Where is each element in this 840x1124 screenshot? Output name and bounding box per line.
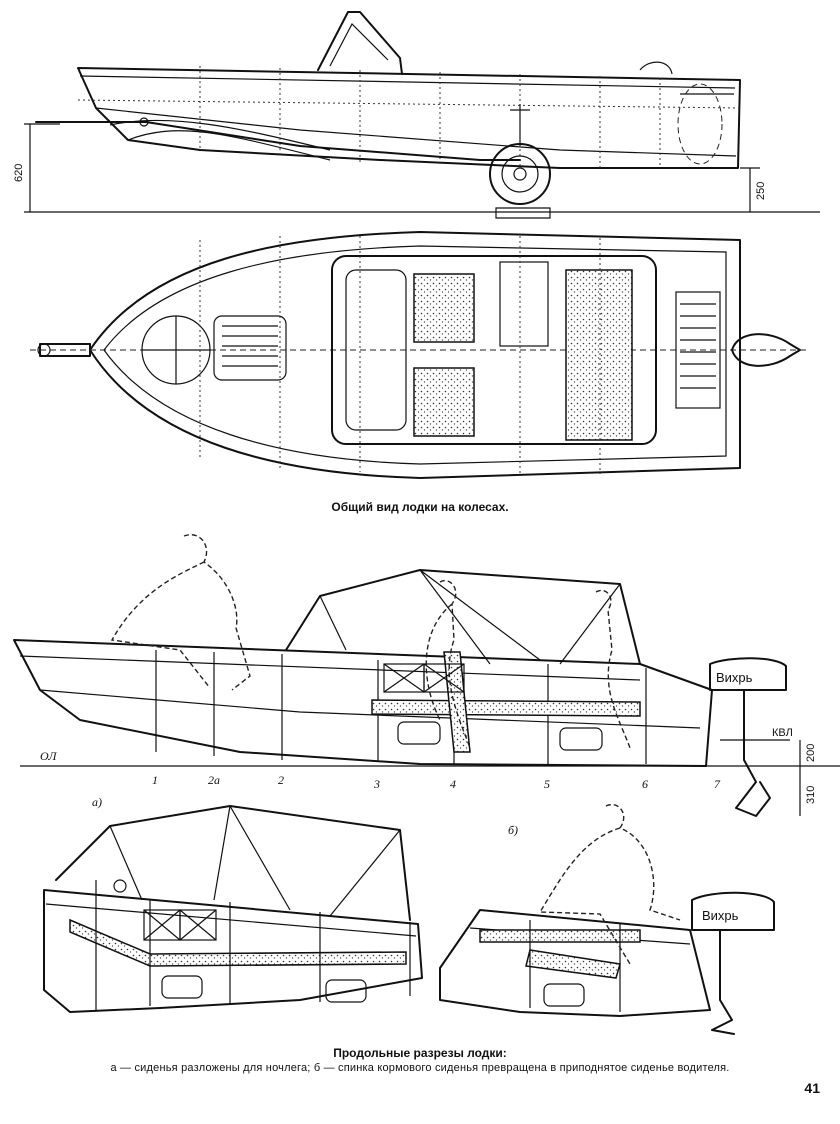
plan-outboard-motor (731, 333, 801, 367)
section-b-hull (439, 909, 711, 1017)
motor-brand-a: Вихрь (716, 670, 753, 685)
plan-hull (89, 231, 741, 479)
section-a-hull (13, 639, 713, 767)
frame-number: 3 (373, 777, 380, 791)
trailer-wheel (489, 143, 551, 205)
person-bow (110, 534, 251, 691)
section-b-motor (691, 891, 775, 931)
rear-seat (565, 269, 633, 441)
sections-legend: а — сиденья разложены для ночлега; б — с… (110, 1062, 730, 1074)
person-middle (425, 579, 471, 749)
view-label-a: а) (92, 795, 102, 809)
side-view: 620 250 (13, 11, 820, 219)
label-baseline: ОЛ (40, 749, 57, 763)
section-a-motor (709, 657, 787, 691)
dim-620: 620 (13, 164, 25, 182)
dim-250: 250 (755, 182, 767, 200)
frame-number: 4 (450, 777, 456, 791)
sections-title: Продольные разрезы лодки: (333, 1046, 507, 1060)
front-seat-upper (413, 273, 475, 343)
person-driver (538, 803, 681, 965)
view-label-b: б) (508, 823, 518, 837)
lower-left-canopy (55, 805, 411, 921)
dim-200: 200 (805, 744, 817, 762)
general-view-caption: Общий вид лодки на колесах. (331, 500, 509, 514)
frame-number: 2 (278, 773, 284, 787)
person-stern (595, 589, 631, 749)
side-hull (77, 67, 741, 169)
cockpit (331, 255, 657, 445)
side-windshield (317, 11, 403, 75)
section-lower-left (43, 805, 423, 1013)
front-seat-lower (413, 367, 475, 437)
section-a: Вихрь ОЛ КВЛ 200 310 1 2а 2 3 4 5 6 7 а) (13, 534, 840, 817)
plan-view (30, 231, 810, 479)
frame-number: 6 (642, 777, 648, 791)
frame-number: 7 (714, 777, 721, 791)
frame-number: 5 (544, 777, 550, 791)
frame-number: 2а (208, 773, 220, 787)
frame-number: 1 (152, 773, 158, 787)
page-number: 41 (804, 1080, 820, 1096)
section-a-canopy (285, 569, 641, 665)
section-b: Вихрь б) (439, 803, 775, 1035)
motor-brand-b: Вихрь (702, 908, 739, 923)
dim-310: 310 (805, 786, 817, 804)
label-waterline: КВЛ (772, 727, 793, 739)
